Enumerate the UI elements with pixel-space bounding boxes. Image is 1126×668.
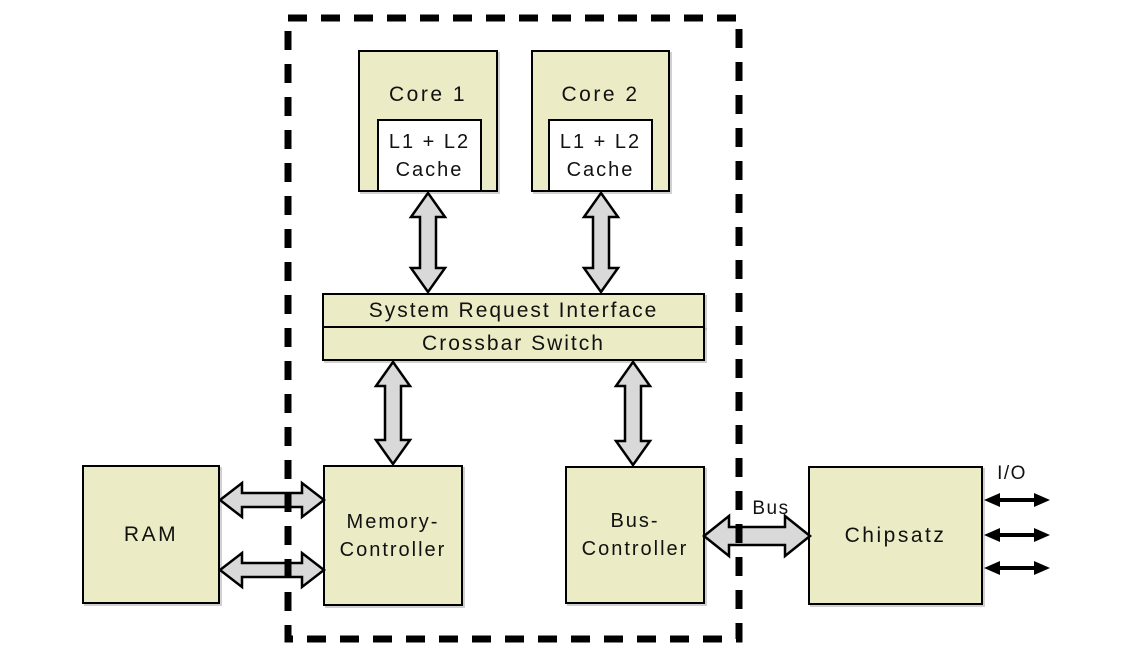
system-request-interface-bar: System Request Interface — [322, 293, 705, 328]
bus-controller-line1: Bus- — [610, 510, 660, 532]
crossbar-switch-label: Crossbar Switch — [422, 331, 605, 355]
io-connection-label: I/O — [997, 463, 1027, 484]
core1-label: Core 1 — [388, 83, 468, 106]
core2-cache-box: L1 + L2 Cache — [548, 119, 653, 192]
double-arrow-core1-sri — [408, 190, 448, 295]
double-arrow-ram-memory-controller-lower — [217, 550, 327, 590]
core2-cache-line2: Cache — [566, 158, 635, 181]
io-arrow-2 — [984, 528, 1050, 542]
core1-cache-line1: L1 + L2 — [388, 130, 471, 153]
double-arrow-crossbar-memory-controller — [373, 359, 413, 467]
bus-controller-line2: Controller — [581, 538, 689, 560]
core1-cache-line2: Cache — [395, 158, 464, 181]
ram-box: RAM — [82, 465, 220, 604]
ram-label: RAM — [123, 522, 179, 546]
double-arrow-ram-memory-controller-upper — [217, 480, 327, 520]
core2-cache-line1: L1 + L2 — [559, 130, 642, 153]
io-arrow-1 — [984, 493, 1050, 507]
core1-cache-box: L1 + L2 Cache — [377, 119, 482, 192]
memory-controller-line2: Controller — [339, 538, 447, 561]
system-request-interface-label: System Request Interface — [368, 298, 659, 322]
double-arrow-crossbar-bus-controller — [613, 359, 653, 468]
core2-label: Core 2 — [561, 83, 640, 106]
chipset-label: Chipsatz — [844, 523, 947, 547]
memory-controller-box: Memory- Controller — [323, 465, 463, 606]
crossbar-switch-bar: Crossbar Switch — [322, 326, 705, 361]
double-arrow-core2-sri — [581, 190, 621, 295]
double-arrow-bus — [701, 513, 813, 559]
bus-controller-box: Bus- Controller — [565, 466, 705, 604]
bus-connection-label: Bus — [752, 498, 790, 519]
io-arrow-3 — [984, 561, 1050, 575]
memory-controller-line1: Memory- — [346, 510, 440, 533]
chipset-box: Chipsatz — [808, 466, 983, 605]
